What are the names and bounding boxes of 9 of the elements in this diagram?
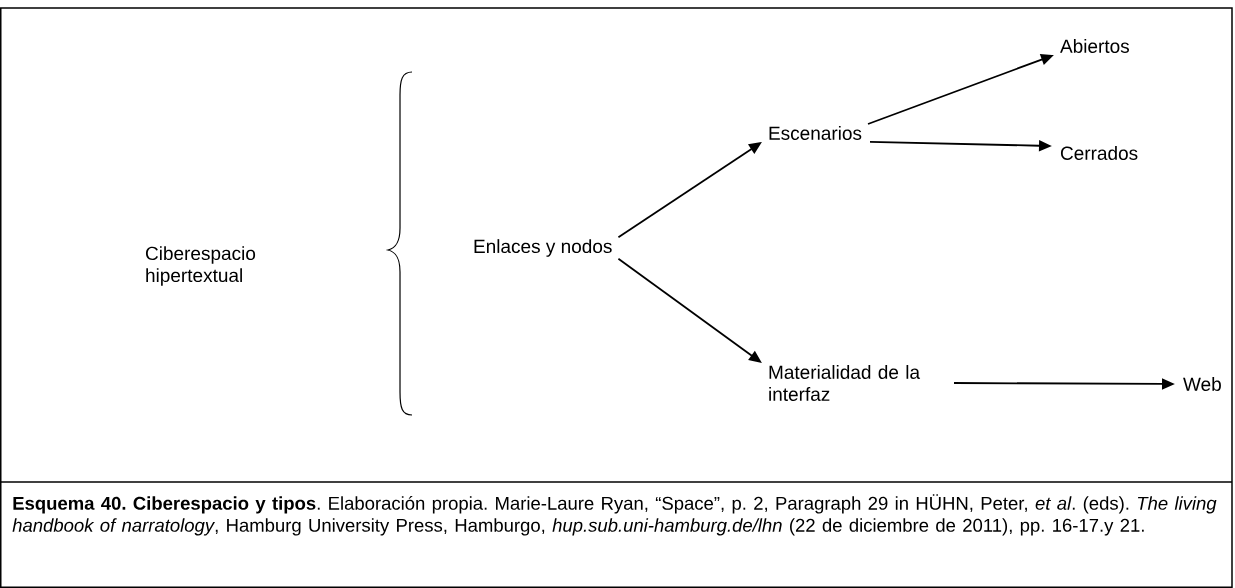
node-text: Escenarios [769, 126, 862, 140]
arrow [617, 257, 762, 363]
node-text: Enlaces y nodos [474, 239, 612, 257]
caption: Esquema 40. Ciberespacio y tipos. Elaboración propia. Marie-Laure Ryan, “Space”, p. 2, Paragraph 29 in HÜHN, Peter, et al. (eds). The living handbook of narratology, Hamburg University Press, Hamburgo, hup.sub.uni-hamburg.de/lhn (22 de diciembre de 2011), pp. 16-17.y 21. [12, 494, 1217, 536]
node-text: Materialidad de la interfaz [769, 365, 921, 401]
node-text: Abiertos [1060, 39, 1129, 53]
node-text: Ciberespacio hipertextual [145, 246, 256, 286]
node-text: Cerrados [1060, 146, 1138, 160]
node-text: Web [1183, 377, 1221, 391]
